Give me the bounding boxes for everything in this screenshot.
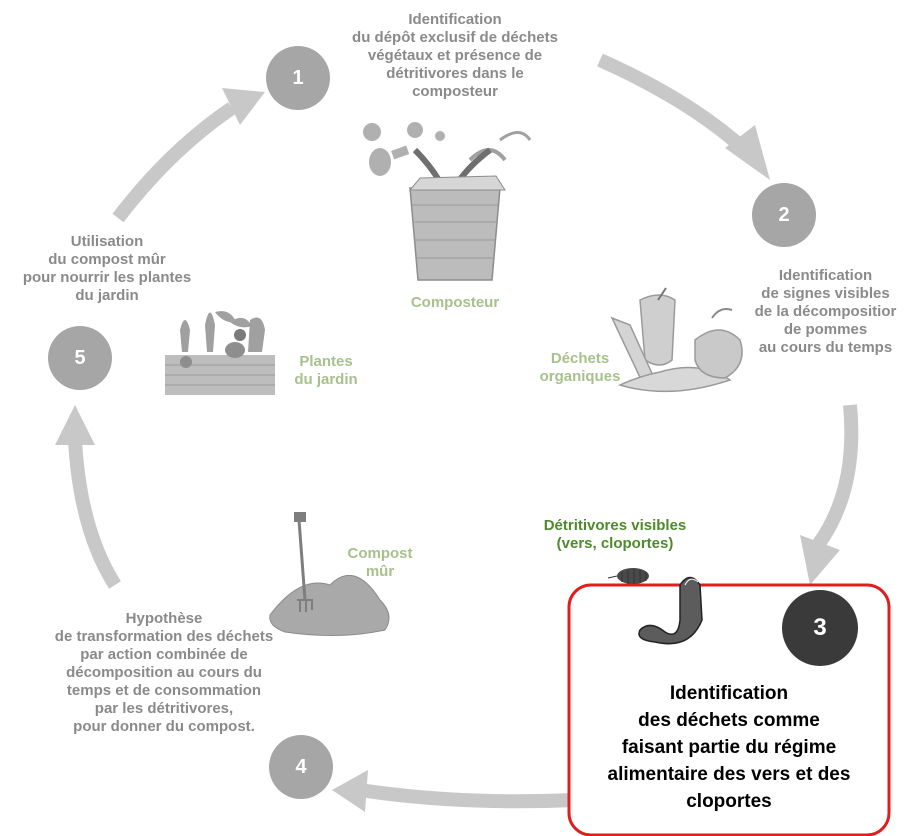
composteur-label: Composteur [395, 294, 515, 312]
step-2-line: Identification [778, 267, 873, 284]
step-5-line: pour nourrir les plantes [22, 269, 192, 286]
step-1-badge: 1 [266, 46, 330, 110]
step-4-line: pour donner du compost. [73, 718, 255, 735]
arrow-2-to-3-head [800, 535, 840, 585]
step-3-line: des déchets comme [638, 710, 820, 731]
step-4-number: 4 [295, 755, 307, 778]
organic-waste-icon [610, 287, 743, 393]
step-5-number: 5 [74, 346, 86, 369]
step-3-line: alimentaire des vers et des [607, 764, 851, 785]
step-4-badge: 4 [269, 735, 333, 799]
step-1-line: Identification [408, 11, 502, 28]
step-4-text: Hypothèse de transformation des déchets … [20, 610, 308, 736]
step-4-line: Hypothèse [125, 610, 203, 627]
step-1-text: Identification du dépôt exclusif de déch… [325, 11, 585, 101]
plantes-label-line: du jardin [294, 371, 358, 388]
plantes-label: Plantes du jardin [276, 353, 376, 389]
step-4-line: par action combinée de [80, 646, 248, 663]
compost-bin-icon [363, 122, 532, 281]
arrow-3-to-4-head [332, 770, 368, 812]
arrow-2-to-3 [812, 404, 859, 550]
garden-plants-icon [165, 311, 275, 395]
step-2-number: 2 [778, 203, 790, 226]
step-5-line: Utilisation [70, 233, 144, 250]
step-2-line: de signes visibles [761, 285, 890, 302]
composteur-label-text: Composteur [410, 294, 500, 311]
step-1-line: composteur [412, 83, 498, 100]
detritivores-label-line: Détritivores visibles [543, 517, 687, 534]
dechets-label-line: organiques [539, 368, 621, 385]
step-2-line: au cours du temps [758, 339, 893, 356]
step-4-line: de transformation des déchets [54, 628, 274, 645]
step-3-line: cloportes [686, 791, 772, 812]
arrow-1-to-2 [597, 53, 750, 156]
step-2-line: de pommes [783, 321, 868, 338]
arrow-3-to-4 [358, 783, 576, 809]
step-1-number: 1 [292, 66, 304, 89]
step-1-line: du dépôt exclusif de déchets [352, 29, 558, 46]
dechets-label-line: Déchets [550, 350, 610, 367]
step-4-line: décomposition au cours du [66, 664, 262, 681]
arrow-5-to-1-head [222, 88, 265, 125]
plantes-label-line: Plantes [299, 353, 353, 370]
arrow-4-to-5-head [55, 405, 95, 445]
step-5-badge: 5 [48, 326, 112, 390]
compost-label-line: Compost [347, 545, 413, 562]
step-5-line: du jardin [75, 287, 139, 304]
compost-pile-fork-icon [269, 512, 390, 637]
dechets-label: Déchets organiques [520, 350, 640, 386]
arrow-5-to-1 [112, 102, 236, 223]
step-3-number: 3 [813, 614, 827, 641]
step-3-line: Identification [669, 683, 789, 704]
compost-label: Compost mûr [335, 545, 425, 581]
step-2-text: Identification de signes visibles de la … [738, 267, 913, 357]
step-2-badge: 2 [752, 183, 816, 247]
step-1-line: détritivores dans le [386, 65, 524, 82]
step-5-text: Utilisation du compost mûr pour nourrir … [0, 233, 214, 305]
arrow-4-to-5 [68, 439, 121, 589]
step-3-text: Identification des déchets comme faisant… [569, 680, 889, 815]
arrow-1-to-2-head [725, 125, 770, 180]
step-5-line: du compost mûr [48, 251, 166, 268]
step-3-line: faisant partie du régime [621, 737, 837, 758]
step-4-line: par les détritivores, [94, 700, 234, 717]
worm-woodlouse-icon [607, 568, 703, 645]
step-3-badge: 3 [782, 590, 858, 666]
step-4-line: temps et de consommation [66, 682, 262, 699]
detritivores-label-line: (vers, cloportes) [556, 535, 674, 552]
step-2-line: de la décompositior [754, 303, 897, 320]
compost-label-line: mûr [365, 563, 395, 580]
step-1-line: végétaux et présence de [367, 47, 543, 64]
detritivores-label: Détritivores visibles (vers, cloportes) [510, 517, 720, 553]
